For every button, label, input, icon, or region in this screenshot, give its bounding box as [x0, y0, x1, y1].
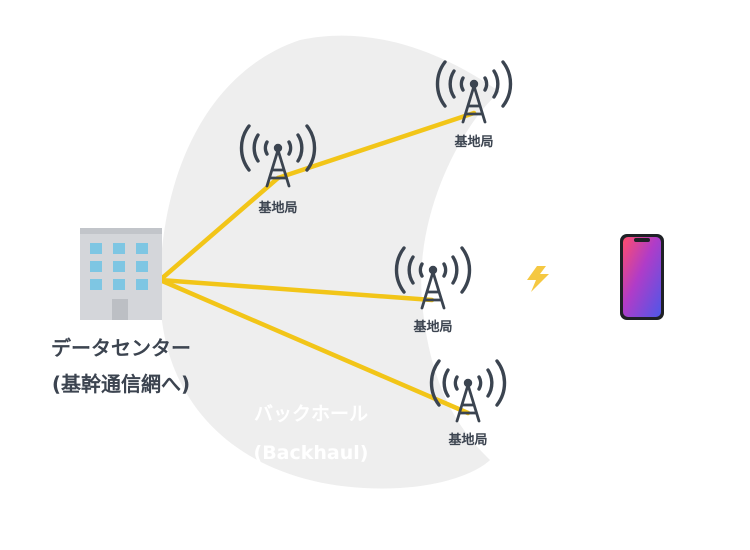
link-to-tower-3	[157, 277, 435, 303]
tower-label: 基地局	[453, 134, 493, 150]
backhaul-region	[160, 35, 500, 489]
building-icon	[80, 228, 162, 320]
smartphone-icon	[620, 234, 664, 320]
link-to-tower-4	[157, 277, 471, 416]
backhaul-links	[157, 110, 477, 416]
tower-label: 基地局	[257, 200, 297, 216]
tower-label: 基地局	[412, 319, 452, 335]
backhaul-label: バックホール	[254, 403, 368, 425]
backhaul-sublabel: (Backhaul)	[254, 442, 369, 464]
tower-label: 基地局	[447, 432, 487, 448]
lightning-icon	[527, 266, 549, 292]
link-to-tower-1	[157, 175, 281, 283]
datacenter-label: データセンター	[51, 336, 191, 360]
datacenter-sublabel: (基幹通信網へ)	[52, 372, 190, 396]
